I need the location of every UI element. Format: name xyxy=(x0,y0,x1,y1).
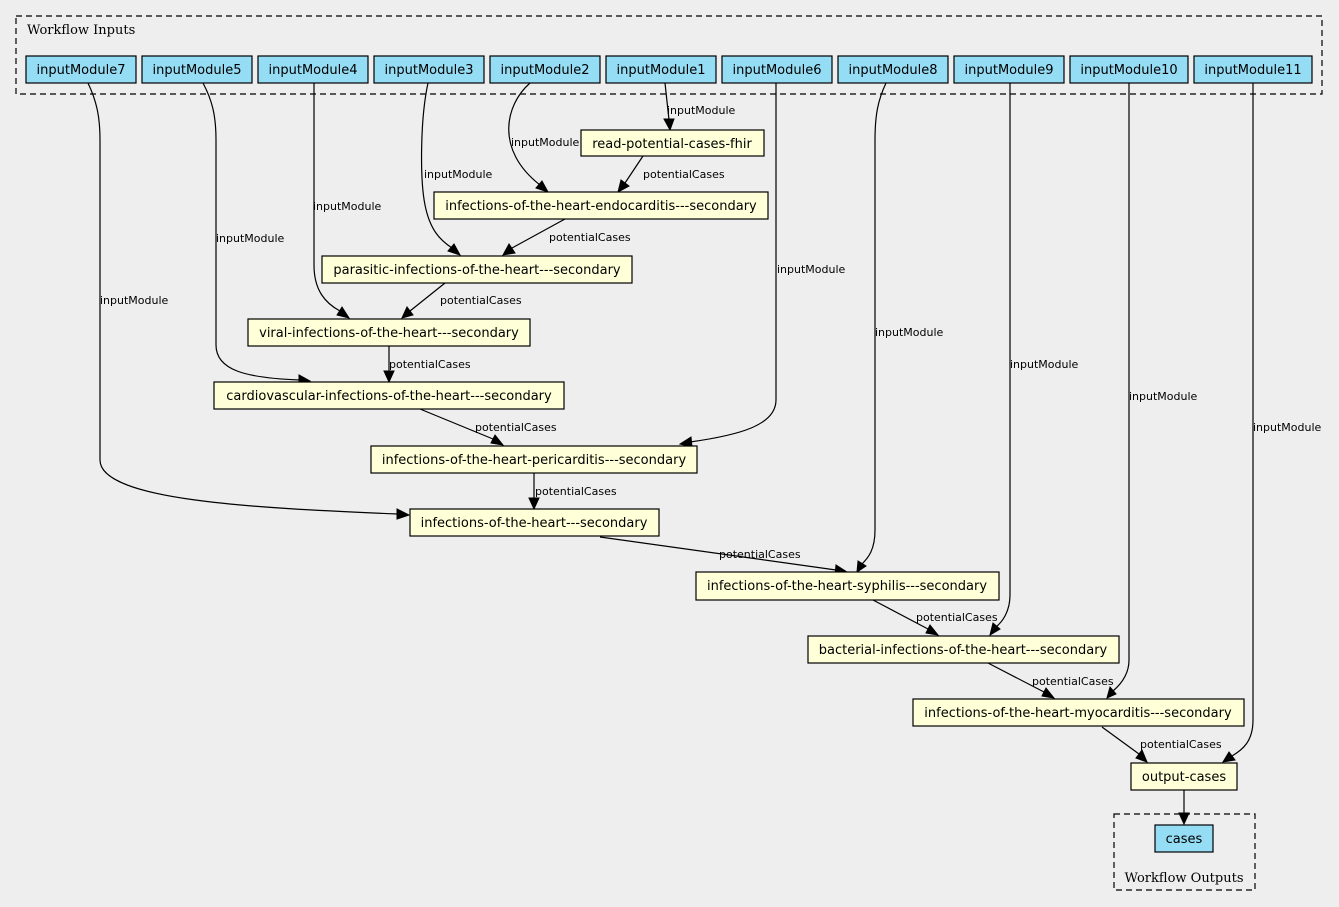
edge-syphilis-bacterial: potentialCases xyxy=(872,599,998,636)
node-label: cardiovascular-infections-of-the-heart--… xyxy=(226,389,552,404)
step-node-parasitic[interactable]: parasitic-infections-of-the-heart---seco… xyxy=(321,255,633,284)
edge-label: inputModule xyxy=(1010,358,1079,371)
edge-label: inputModule xyxy=(667,104,736,117)
node-label: parasitic-infections-of-the-heart---seco… xyxy=(333,263,621,278)
workflow-outputs-label: Workflow Outputs xyxy=(1125,871,1244,886)
node-label: read-potential-cases-fhir xyxy=(592,137,752,152)
edge-inputModule3-parasitic: inputModule xyxy=(420,82,493,256)
edge-read-endocarditis: potentialCases xyxy=(617,155,725,193)
edge-label: inputModule xyxy=(424,168,493,181)
node-label: inputModule3 xyxy=(385,63,474,78)
edge-label: potentialCases xyxy=(549,231,631,244)
edge-label: potentialCases xyxy=(475,421,557,434)
input-node-inputModule7[interactable]: inputModule7 xyxy=(25,55,137,84)
node-label: inputModule4 xyxy=(269,63,358,78)
node-label: inputModule5 xyxy=(153,63,242,78)
node-label: inputModule11 xyxy=(1204,63,1301,78)
input-node-inputModule11[interactable]: inputModule11 xyxy=(1193,55,1313,84)
step-node-infections-of-the-heart[interactable]: infections-of-the-heart---secondary xyxy=(409,508,660,537)
step-node-endocarditis[interactable]: infections-of-the-heart-endocarditis---s… xyxy=(433,191,769,220)
edge-label: potentialCases xyxy=(535,485,617,498)
edge-label: potentialCases xyxy=(1140,738,1222,751)
edge-myocarditis-output: potentialCases xyxy=(1101,726,1222,763)
edge-label: potentialCases xyxy=(1032,675,1114,688)
edge-label: inputModule xyxy=(1129,390,1198,403)
edge-inputModule11-output: inputModule xyxy=(1222,83,1322,763)
node-label: infections-of-the-heart---secondary xyxy=(421,516,648,531)
edge-label: potentialCases xyxy=(389,358,471,371)
node-label: inputModule7 xyxy=(37,63,126,78)
input-node-inputModule5[interactable]: inputModule5 xyxy=(141,55,253,84)
edge-inputModule4-viral: inputModule xyxy=(313,83,382,319)
edge-heart-syphilis: potentialCases xyxy=(599,536,849,576)
output-node-cases[interactable]: cases xyxy=(1154,824,1214,853)
workflow-inputs-cluster xyxy=(15,15,1323,95)
edge-label: inputModule xyxy=(875,326,944,339)
edge-label: inputModule xyxy=(511,136,580,149)
node-label: bacterial-infections-of-the-heart---seco… xyxy=(819,643,1108,658)
edge-label: potentialCases xyxy=(643,168,725,181)
step-node-cardiovascular[interactable]: cardiovascular-infections-of-the-heart--… xyxy=(213,381,565,410)
node-label: infections-of-the-heart-endocarditis---s… xyxy=(445,199,757,214)
input-node-inputModule6[interactable]: inputModule6 xyxy=(721,55,833,84)
edge-output-cases xyxy=(1178,790,1190,826)
input-node-inputModule8[interactable]: inputModule8 xyxy=(837,55,949,84)
edge-label: inputModule xyxy=(777,263,846,276)
edge-label: potentialCases xyxy=(440,294,522,307)
step-node-read-potential-cases-fhir[interactable]: read-potential-cases-fhir xyxy=(580,129,765,157)
edge-parasitic-viral: potentialCases xyxy=(401,282,522,319)
step-node-syphilis[interactable]: infections-of-the-heart-syphilis---secon… xyxy=(695,571,1000,601)
node-label: inputModule10 xyxy=(1080,63,1177,78)
edge-pericarditis-heart: potentialCases xyxy=(528,473,617,511)
node-label: infections-of-the-heart-pericarditis---s… xyxy=(382,453,687,468)
edge-inputModule2-endocarditis: inputModule xyxy=(508,82,580,193)
workflow-inputs-label: Workflow Inputs xyxy=(27,23,135,38)
edge-inputModule5-cardiovascular: inputModule xyxy=(202,82,312,386)
edge-label: inputModule xyxy=(216,232,285,245)
node-label: infections-of-the-heart-syphilis---secon… xyxy=(707,579,987,594)
step-node-pericarditis[interactable]: infections-of-the-heart-pericarditis---s… xyxy=(370,445,698,474)
edge-label: inputModule xyxy=(313,200,382,213)
edge-inputModule1-read: inputModule xyxy=(663,82,736,132)
edge-cardiovascular-pericarditis: potentialCases xyxy=(419,408,557,446)
edge-inputModule10-myocarditis: inputModule xyxy=(1106,83,1198,699)
input-node-inputModule3[interactable]: inputModule3 xyxy=(373,55,485,84)
input-node-inputModule9[interactable]: inputModule9 xyxy=(953,55,1065,84)
input-node-inputModule2[interactable]: inputModule2 xyxy=(489,55,601,84)
edge-label: inputModule xyxy=(100,294,169,307)
edges-layer: inputModule potentialCases inputModule p… xyxy=(87,82,1322,826)
edge-inputModule8-syphilis: inputModule xyxy=(856,82,944,573)
node-label: output-cases xyxy=(1142,770,1226,785)
edge-inputModule7-heart: inputModule xyxy=(87,82,411,520)
step-node-myocarditis[interactable]: infections-of-the-heart-myocarditis---se… xyxy=(912,698,1245,727)
input-node-inputModule10[interactable]: inputModule10 xyxy=(1069,55,1189,84)
node-label: viral-infections-of-the-heart---secondar… xyxy=(259,326,519,341)
edge-bacterial-myocarditis: potentialCases xyxy=(987,662,1114,699)
step-node-output-cases[interactable]: output-cases xyxy=(1130,762,1238,791)
edge-label: potentialCases xyxy=(719,548,801,561)
step-node-viral[interactable]: viral-infections-of-the-heart---secondar… xyxy=(247,318,531,347)
node-label: cases xyxy=(1166,832,1203,847)
edge-endocarditis-parasitic: potentialCases xyxy=(502,218,631,256)
node-label: inputModule9 xyxy=(965,63,1054,78)
edge-label: potentialCases xyxy=(916,611,998,624)
step-node-bacterial[interactable]: bacterial-infections-of-the-heart---seco… xyxy=(807,635,1120,664)
edge-label: inputModule xyxy=(1253,421,1322,434)
input-node-inputModule1[interactable]: inputModule1 xyxy=(605,55,717,84)
edge-inputModule9-bacterial: inputModule xyxy=(989,83,1079,637)
edge-viral-cardiovascular: potentialCases xyxy=(383,346,471,384)
node-label: infections-of-the-heart-myocarditis---se… xyxy=(924,706,1232,721)
node-label: inputModule2 xyxy=(501,63,590,78)
input-node-inputModule4[interactable]: inputModule4 xyxy=(257,55,369,84)
node-label: inputModule6 xyxy=(733,63,822,78)
node-label: inputModule1 xyxy=(617,63,706,78)
node-label: inputModule8 xyxy=(849,63,938,78)
